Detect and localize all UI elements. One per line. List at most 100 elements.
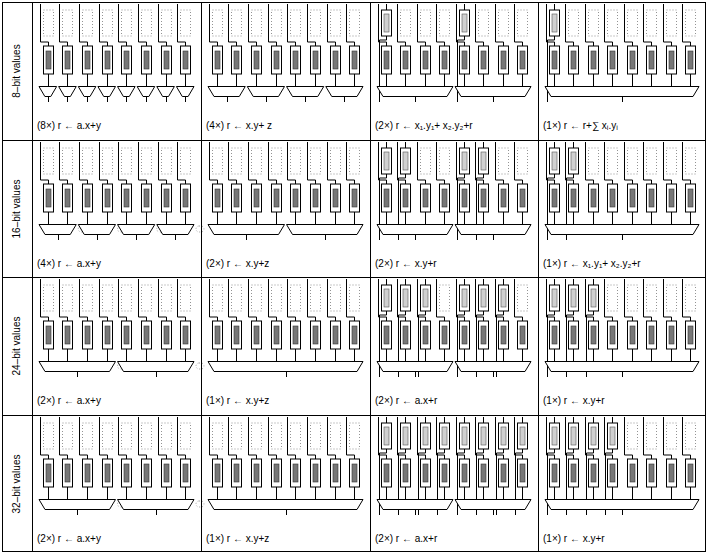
input-wire: [139, 317, 147, 318]
data-register: [272, 321, 282, 349]
adder-symbol: [157, 87, 175, 97]
input-wire: [87, 42, 88, 46]
accumulator-register: [460, 423, 470, 449]
register-fill: [649, 51, 654, 69]
unused-register: [311, 10, 321, 36]
sum-wire: [246, 235, 247, 241]
data-register: [401, 321, 411, 349]
accumulator-register: [518, 423, 528, 449]
input-wire: [80, 180, 88, 181]
acc-wire: [464, 311, 465, 315]
data-register: [103, 46, 113, 74]
output-wire: [217, 487, 218, 499]
register-fill: [65, 189, 70, 207]
input-wire: [354, 42, 355, 46]
register-fill: [442, 326, 447, 344]
data-register: [460, 459, 470, 487]
input-wire: [346, 142, 347, 180]
input-wire: [287, 4, 288, 42]
adder-symbol: [455, 362, 531, 372]
output-wire: [405, 212, 406, 224]
adder-symbol: [377, 362, 453, 372]
accumulator-register: [569, 285, 579, 311]
input-wire: [210, 42, 218, 43]
input-wire: [146, 180, 147, 184]
input-wire: [625, 455, 633, 456]
input-wire: [268, 4, 269, 42]
input-wire: [100, 180, 108, 181]
output-wire: [632, 212, 633, 224]
unused-register: [628, 10, 638, 36]
data-register: [232, 321, 242, 349]
unused-carry: [196, 501, 204, 507]
adder-symbol: [39, 225, 76, 235]
unused-register: [291, 285, 301, 311]
register-fill: [462, 189, 467, 207]
register-fill: [462, 326, 467, 344]
input-wire: [287, 279, 288, 317]
output-wire: [256, 487, 257, 499]
acc-wire: [458, 453, 465, 454]
unused-register: [686, 10, 696, 36]
input-wire: [41, 317, 49, 318]
input-wire: [60, 180, 68, 181]
input-wire: [185, 455, 186, 459]
unused-register: [44, 10, 54, 36]
sum-wire: [175, 235, 176, 241]
adder-symbol: [377, 225, 453, 235]
unused-carry: [196, 363, 204, 369]
data-register: [350, 459, 360, 487]
cell-caption-box: (1×) r ← x.y+r: [543, 395, 605, 407]
register-fill: [183, 326, 188, 344]
output-wire: [651, 212, 652, 224]
input-wire: [612, 180, 613, 184]
input-wire: [405, 180, 406, 184]
input-wire: [397, 279, 398, 317]
input-wire: [644, 455, 652, 456]
accumulator-register: [550, 423, 560, 449]
output-wire: [671, 212, 672, 224]
adder-symbol: [39, 362, 116, 372]
output-wire: [593, 74, 594, 86]
input-wire: [573, 142, 574, 148]
unused-register: [63, 285, 73, 311]
adder-symbol: [118, 362, 195, 372]
register-fill: [520, 51, 525, 69]
output-wire: [295, 487, 296, 499]
output-wire: [444, 74, 445, 86]
input-wire: [40, 279, 41, 317]
output-wire: [67, 349, 68, 361]
cell-caption: (2×) r ← a.x+r: [375, 533, 437, 544]
adder-symbol: [545, 500, 699, 510]
output-wire: [632, 349, 633, 361]
unused-register: [401, 10, 411, 36]
register-fill: [274, 326, 279, 344]
register-fill: [610, 51, 615, 69]
acc-wire: [612, 449, 613, 453]
register-fill: [183, 189, 188, 207]
input-wire: [664, 42, 672, 43]
data-register: [350, 184, 360, 212]
register-fill: [649, 189, 654, 207]
register-fill: [234, 189, 239, 207]
output-wire: [690, 487, 691, 499]
adder-symbol: [157, 225, 194, 235]
sum-wire: [622, 235, 623, 241]
input-wire: [236, 455, 237, 459]
acc-wire: [503, 311, 504, 315]
grid-line: [2, 277, 706, 278]
unused-register: [213, 10, 223, 36]
input-wire: [228, 4, 229, 42]
register-fill: [669, 51, 674, 69]
input-wire: [496, 455, 504, 456]
input-wire: [210, 317, 218, 318]
input-wire: [624, 4, 625, 42]
unused-register: [272, 10, 282, 36]
input-wire: [593, 42, 594, 46]
adder-symbol: [208, 225, 285, 235]
output-wire: [444, 212, 445, 224]
input-wire: [586, 455, 594, 456]
acc-wire: [405, 449, 406, 453]
accumulator-fill: [571, 289, 576, 307]
acc-wire: [444, 449, 445, 453]
